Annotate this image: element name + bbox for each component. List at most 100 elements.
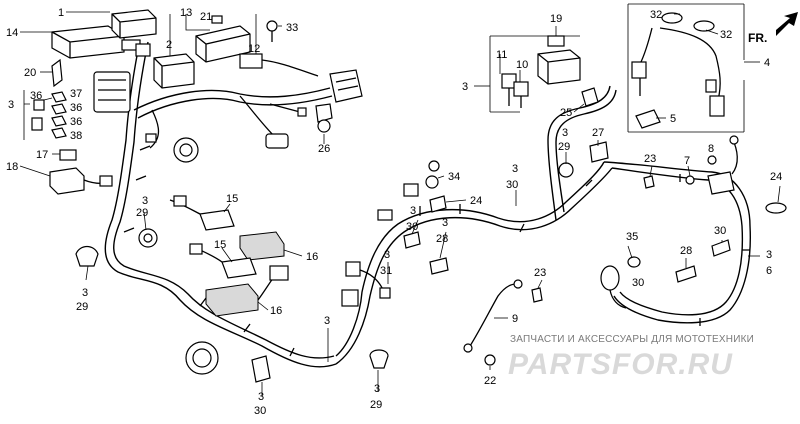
clip-25 — [581, 87, 599, 107]
clip-29-bottom-left — [75, 245, 99, 267]
callout-3-relays: 3 — [462, 81, 468, 93]
callout-numbers: 1 14 13 21 2 12 33 20 3 36 37 36 36 38 1… — [6, 7, 782, 417]
relay-10 — [513, 81, 529, 108]
harness-clip-20 — [51, 58, 63, 88]
unit-2 — [153, 53, 195, 89]
callout-6: 6 — [766, 265, 772, 277]
clips-upper-center — [377, 160, 449, 275]
fuse-21 — [211, 15, 223, 24]
large-round-coupler — [185, 341, 219, 375]
callout-29-bottom-left: 29 — [76, 301, 88, 313]
connector-15b — [189, 243, 257, 279]
callout-24-right: 24 — [770, 171, 782, 183]
bulb-socket-26 — [315, 103, 333, 133]
coupler-6 — [707, 135, 739, 195]
callout-11: 11 — [496, 49, 507, 61]
callout-30-right-lower: 30 — [632, 277, 644, 289]
callout-13: 13 — [180, 7, 192, 19]
callout-32-a: 32 — [650, 9, 662, 21]
callout-22: 22 — [484, 375, 496, 387]
callout-15-b: 15 — [214, 239, 226, 251]
connector-18 — [49, 167, 113, 195]
callout-19: 19 — [550, 13, 562, 25]
direction-label: FR. — [748, 31, 767, 45]
clip-32-left — [661, 12, 683, 24]
callout-17: 17 — [36, 149, 48, 161]
callout-14: 14 — [6, 27, 18, 39]
callout-36-b: 36 — [70, 102, 82, 114]
callout-3-center: 3 — [512, 163, 518, 175]
connector-17 — [59, 149, 77, 161]
coupler-cluster-left — [93, 71, 131, 113]
callout-3-bottom-c: 3 — [374, 383, 380, 395]
callout-1: 1 — [58, 7, 64, 19]
callout-18: 18 — [6, 161, 18, 173]
callout-28-center: 28 — [436, 233, 448, 245]
bolt-23-upper — [643, 175, 655, 189]
grommet-35 — [600, 256, 641, 309]
callout-31: 31 — [380, 265, 392, 277]
callout-10: 10 — [516, 59, 528, 71]
callout-12: 12 — [248, 43, 260, 55]
callout-16-b: 16 — [270, 305, 282, 317]
callout-38: 38 — [70, 130, 82, 142]
callout-26: 26 — [318, 143, 330, 155]
grommet-29-right — [558, 162, 574, 178]
callout-29-mid: 29 — [558, 141, 570, 153]
bracket-5 — [635, 109, 661, 129]
relay-13 — [195, 25, 251, 63]
main-fuse-box — [111, 9, 157, 57]
callout-3-right: 3 — [766, 249, 772, 261]
coupler-16b — [205, 265, 289, 317]
clip-set — [31, 91, 67, 139]
callout-30-right: 30 — [714, 225, 726, 237]
callout-3-bottom-left: 3 — [82, 287, 88, 299]
callout-24-center: 24 — [470, 195, 482, 207]
bolt-33 — [266, 20, 278, 42]
coupler-16a — [239, 231, 285, 261]
callout-23-lower: 23 — [534, 267, 546, 279]
callout-29-bottom-c: 29 — [370, 399, 382, 411]
sub-harness-4 — [631, 27, 725, 117]
callout-3-mid: 3 — [562, 127, 568, 139]
callout-5: 5 — [670, 113, 676, 125]
callout-9: 9 — [512, 313, 518, 325]
watermark-caption: ЗАПЧАСТИ И АКСЕССУАРЫ ДЛЯ МОТОТЕХНИКИ — [510, 334, 754, 345]
callout-3-c31: 3 — [384, 249, 390, 261]
bands-right — [675, 239, 731, 283]
callout-21: 21 — [200, 11, 212, 23]
callout-3-left-mid: 3 — [142, 195, 148, 207]
grommet-29-left — [138, 228, 158, 248]
callout-2: 2 — [166, 39, 172, 51]
leader-lines — [19, 11, 781, 396]
callout-8: 8 — [708, 143, 714, 155]
fuse-box-cover — [51, 25, 125, 59]
fuse-19 — [547, 35, 565, 47]
grommet-29-bottom — [369, 349, 389, 369]
bolt-22 — [484, 354, 496, 366]
relay-block — [537, 49, 581, 85]
callout-3-upper-c: 3 — [410, 205, 416, 217]
connectors-center — [341, 261, 391, 307]
lead-wires-upper — [145, 95, 307, 149]
callout-15-a: 15 — [226, 193, 238, 205]
callout-36-c: 36 — [70, 116, 82, 128]
coupler-right-top — [329, 69, 363, 103]
relay-11 — [501, 73, 517, 106]
callout-3-bottom: 3 — [258, 391, 264, 403]
ground-cable-9 — [463, 279, 523, 353]
callout-29-left-mid: 29 — [136, 207, 148, 219]
callout-30-center: 30 — [506, 179, 518, 191]
callout-36-a: 36 — [30, 90, 42, 102]
callout-23-upper: 23 — [644, 153, 656, 165]
callout-28-right: 28 — [680, 245, 692, 257]
callout-30-upper-c: 30 — [406, 221, 418, 233]
round-coupler — [173, 137, 199, 163]
callout-3-c28: 3 — [442, 217, 448, 229]
callout-33: 33 — [286, 22, 298, 34]
cap-8 — [707, 155, 717, 165]
group-bracket-relays — [489, 35, 580, 113]
callout-3-main: 3 — [324, 315, 330, 327]
bracket-30-bottom — [251, 355, 271, 383]
